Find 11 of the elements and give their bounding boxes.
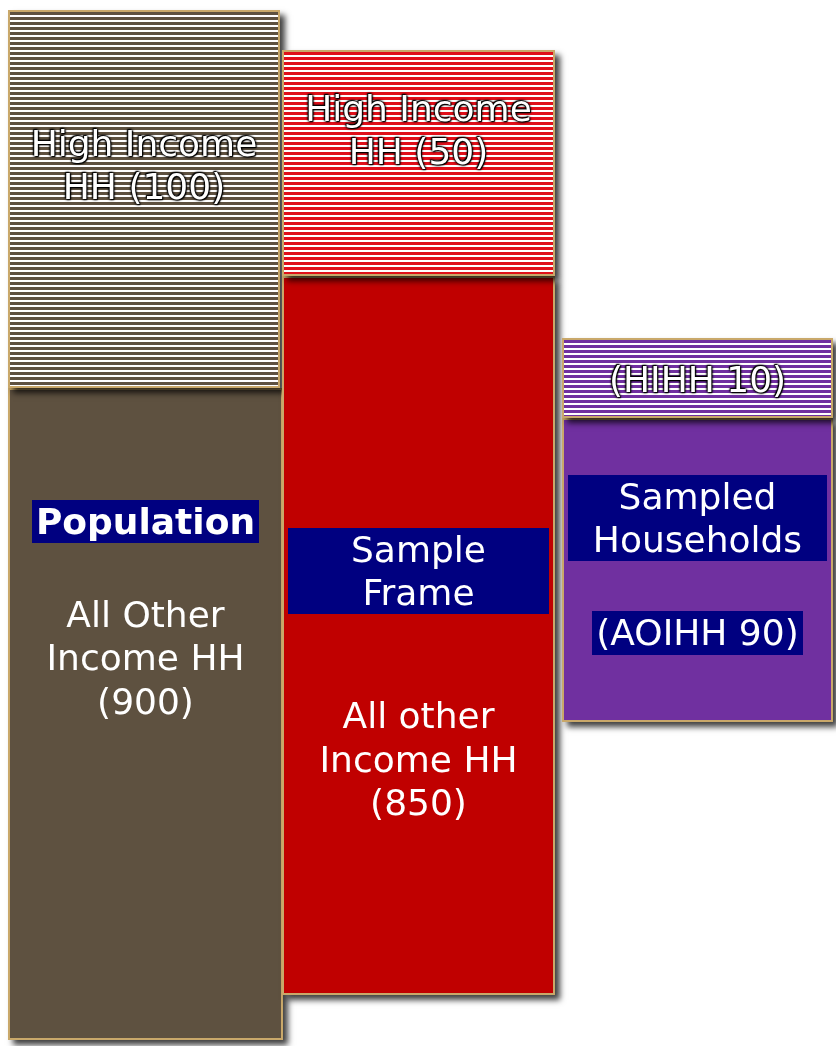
block-label: All Other Income HH (900) <box>45 593 246 723</box>
block-label: All other Income HH (850) <box>318 694 519 824</box>
solid-block <box>282 276 555 995</box>
striped-block <box>8 10 280 388</box>
solid-block <box>8 388 283 1040</box>
striped-block <box>282 50 555 276</box>
solid-block <box>562 418 833 722</box>
highlighted-heading: Sample Frame <box>288 528 549 615</box>
highlighted-heading: Sampled Households <box>568 475 827 562</box>
highlighted-heading: (AOIHH 90) <box>592 611 803 655</box>
highlighted-heading: Population <box>31 500 260 544</box>
